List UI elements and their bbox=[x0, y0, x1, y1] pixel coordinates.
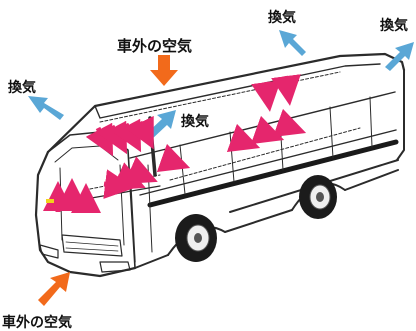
ventilation-label-right: 換気 bbox=[380, 18, 408, 34]
rear-wheel bbox=[299, 175, 337, 219]
outside-air-label-bottom: 車外の空気 bbox=[2, 315, 72, 331]
ventilation-label-top: 換気 bbox=[268, 10, 296, 26]
bus-body bbox=[34, 52, 406, 278]
marker-light bbox=[46, 199, 54, 203]
intake-arrow-top bbox=[150, 55, 178, 86]
ventilation-label-center: 換気 bbox=[181, 114, 209, 130]
ventilation-label-left: 換気 bbox=[8, 80, 36, 96]
front-wheel bbox=[175, 214, 217, 262]
airflow-arrows bbox=[43, 74, 307, 213]
vent-arrow-top bbox=[279, 30, 306, 56]
outside-air-label-top: 車外の空気 bbox=[117, 37, 193, 55]
intake-arrow-bottom bbox=[38, 272, 70, 306]
vent-arrow-right bbox=[385, 42, 414, 71]
vent-arrow-left bbox=[28, 96, 64, 120]
